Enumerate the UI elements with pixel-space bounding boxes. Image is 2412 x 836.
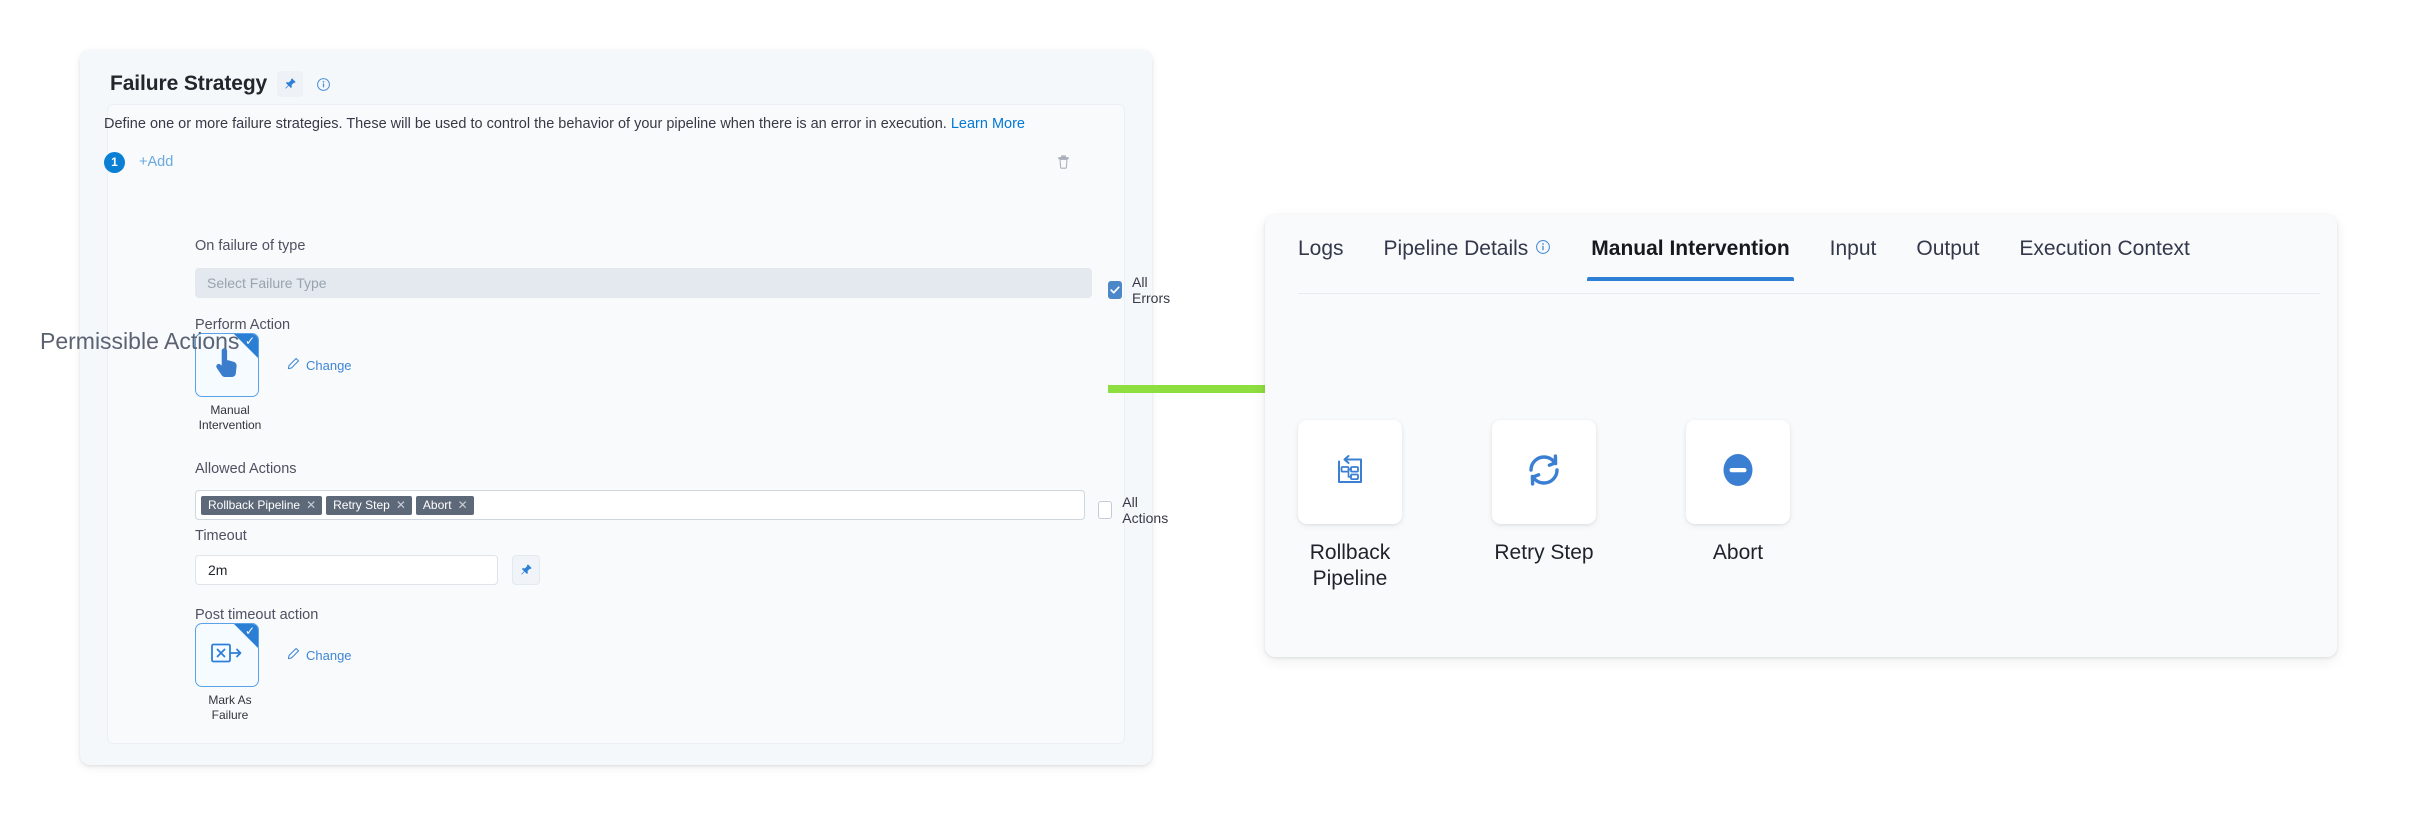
action-label: Abort xyxy=(1712,541,1764,564)
all-actions-checkbox-row[interactable]: All Actions xyxy=(1098,494,1172,526)
permissible-action-retry-step[interactable]: Retry Step xyxy=(1492,420,1596,592)
hand-pointer-icon xyxy=(212,346,242,385)
change-post-timeout-action-button[interactable]: Change xyxy=(287,647,352,663)
tab-input[interactable]: Input xyxy=(1810,237,1897,280)
perform-action-tile-group: ✓ Manual Intervention Change xyxy=(195,333,352,433)
all-errors-label: All Errors xyxy=(1132,274,1171,306)
learn-more-link[interactable]: Learn More xyxy=(950,116,1025,132)
strategy-add-row: 1 +Add xyxy=(104,148,1074,176)
failure-strategy-inner-panel xyxy=(107,104,1125,744)
permissible-action-abort[interactable]: Abort xyxy=(1686,420,1790,592)
right-arrow-annotation xyxy=(1108,374,1326,404)
failure-strategy-description: Define one or more failure strategies. T… xyxy=(104,116,1025,132)
close-x-icon[interactable]: ✕ xyxy=(457,498,468,512)
execution-detail-panel: Logs Pipeline Details Manual Interventio… xyxy=(1265,215,2337,657)
pencil-icon xyxy=(287,647,300,663)
tab-bar: Logs Pipeline Details Manual Interventio… xyxy=(1298,237,2320,294)
on-failure-type-label: On failure of type xyxy=(195,238,306,254)
tab-pipeline-details[interactable]: Pipeline Details xyxy=(1364,237,1572,280)
change-perform-action-button[interactable]: Change xyxy=(287,357,352,373)
description-text: Define one or more failure strategies. T… xyxy=(104,116,947,132)
manual-intervention-tile[interactable]: ✓ xyxy=(195,333,259,397)
info-circle-icon[interactable] xyxy=(1535,237,1551,261)
failure-strategy-card: Failure Strategy Define one or more fail… xyxy=(80,50,1170,765)
retry-refresh-icon xyxy=(1521,447,1567,498)
action-label: Rollback Pipeline xyxy=(1309,541,1391,590)
pin-icon[interactable] xyxy=(277,71,304,97)
post-timeout-action-label: Post timeout action xyxy=(195,607,319,623)
perform-action-label: Perform Action xyxy=(195,317,291,333)
tag-label: Abort xyxy=(422,498,452,512)
tab-label: Execution Context xyxy=(2019,237,2190,260)
tab-label: Output xyxy=(1916,237,1980,260)
change-label: Change xyxy=(306,357,352,373)
action-card[interactable] xyxy=(1686,420,1790,524)
all-actions-checkbox[interactable] xyxy=(1098,501,1113,519)
manual-intervention-tile-caption: Manual Intervention xyxy=(195,403,265,433)
post-timeout-tile-group: ✓ Mark As Failure xyxy=(195,623,352,723)
trash-icon[interactable] xyxy=(1052,151,1074,173)
permissible-action-rollback-pipeline[interactable]: Rollback Pipeline xyxy=(1298,420,1402,592)
tab-label: Manual Intervention xyxy=(1591,237,1790,260)
action-label: Retry Step xyxy=(1494,541,1594,564)
info-circle-icon[interactable] xyxy=(313,74,333,94)
tile-selected-corner xyxy=(234,334,258,358)
close-x-icon[interactable]: ✕ xyxy=(306,498,317,512)
tab-execution-context[interactable]: Execution Context xyxy=(1999,237,2209,280)
mark-as-failure-tile-caption: Mark As Failure xyxy=(195,693,265,723)
close-x-icon[interactable]: ✕ xyxy=(395,498,406,512)
allowed-actions-input[interactable]: Rollback Pipeline ✕ Retry Step ✕ Abort ✕ xyxy=(195,490,1085,520)
timeout-label: Timeout xyxy=(195,528,247,544)
tab-logs[interactable]: Logs xyxy=(1298,237,1364,280)
tag-abort[interactable]: Abort ✕ xyxy=(415,495,474,515)
mark-as-failure-tile[interactable]: ✓ xyxy=(195,623,259,687)
tile-caption-line2: Failure xyxy=(211,708,249,722)
timeout-pin-icon[interactable] xyxy=(512,555,540,585)
tag-label: Retry Step xyxy=(333,498,390,512)
permissible-actions-grid: Rollback Pipeline Retry Step xyxy=(1298,420,1790,592)
tab-label: Pipeline Details xyxy=(1383,237,1529,260)
mark-as-failure-icon xyxy=(210,640,244,671)
tab-label: Logs xyxy=(1298,237,1344,260)
action-card[interactable] xyxy=(1298,420,1402,524)
change-label: Change xyxy=(306,647,352,663)
all-actions-label: All Actions xyxy=(1122,494,1169,526)
tag-retry-step[interactable]: Retry Step ✕ xyxy=(326,495,412,515)
timeout-input[interactable]: 2m xyxy=(195,555,498,585)
tab-label: Input xyxy=(1829,237,1877,260)
all-errors-checkbox[interactable] xyxy=(1108,281,1122,299)
tile-caption-line1: Manual xyxy=(210,403,250,417)
tile-selected-corner xyxy=(234,624,258,648)
permissible-actions-title: Permissible Actions xyxy=(40,328,240,354)
tab-output[interactable]: Output xyxy=(1896,237,1999,280)
tag-rollback-pipeline[interactable]: Rollback Pipeline ✕ xyxy=(201,495,323,515)
action-card[interactable] xyxy=(1492,420,1596,524)
check-icon: ✓ xyxy=(244,334,255,348)
tab-manual-intervention[interactable]: Manual Intervention xyxy=(1571,237,1809,281)
allowed-actions-label: Allowed Actions xyxy=(195,461,297,477)
tile-caption-line1: Mark As xyxy=(208,693,252,707)
rollback-pipeline-icon xyxy=(1330,450,1370,495)
failure-type-select[interactable]: Select Failure Type xyxy=(195,268,1092,298)
strategy-index-badge[interactable]: 1 xyxy=(104,151,125,173)
check-icon: ✓ xyxy=(244,624,255,638)
tile-caption-line2: Intervention xyxy=(198,418,262,432)
all-errors-checkbox-row[interactable]: All Errors xyxy=(1108,274,1174,306)
failure-strategy-header: Failure Strategy xyxy=(110,64,333,104)
page-title: Failure Strategy xyxy=(110,72,268,95)
tag-label: Rollback Pipeline xyxy=(208,498,301,512)
abort-minus-circle-icon xyxy=(1716,448,1760,497)
add-strategy-button[interactable]: +Add xyxy=(139,154,174,170)
pencil-icon xyxy=(287,357,300,373)
